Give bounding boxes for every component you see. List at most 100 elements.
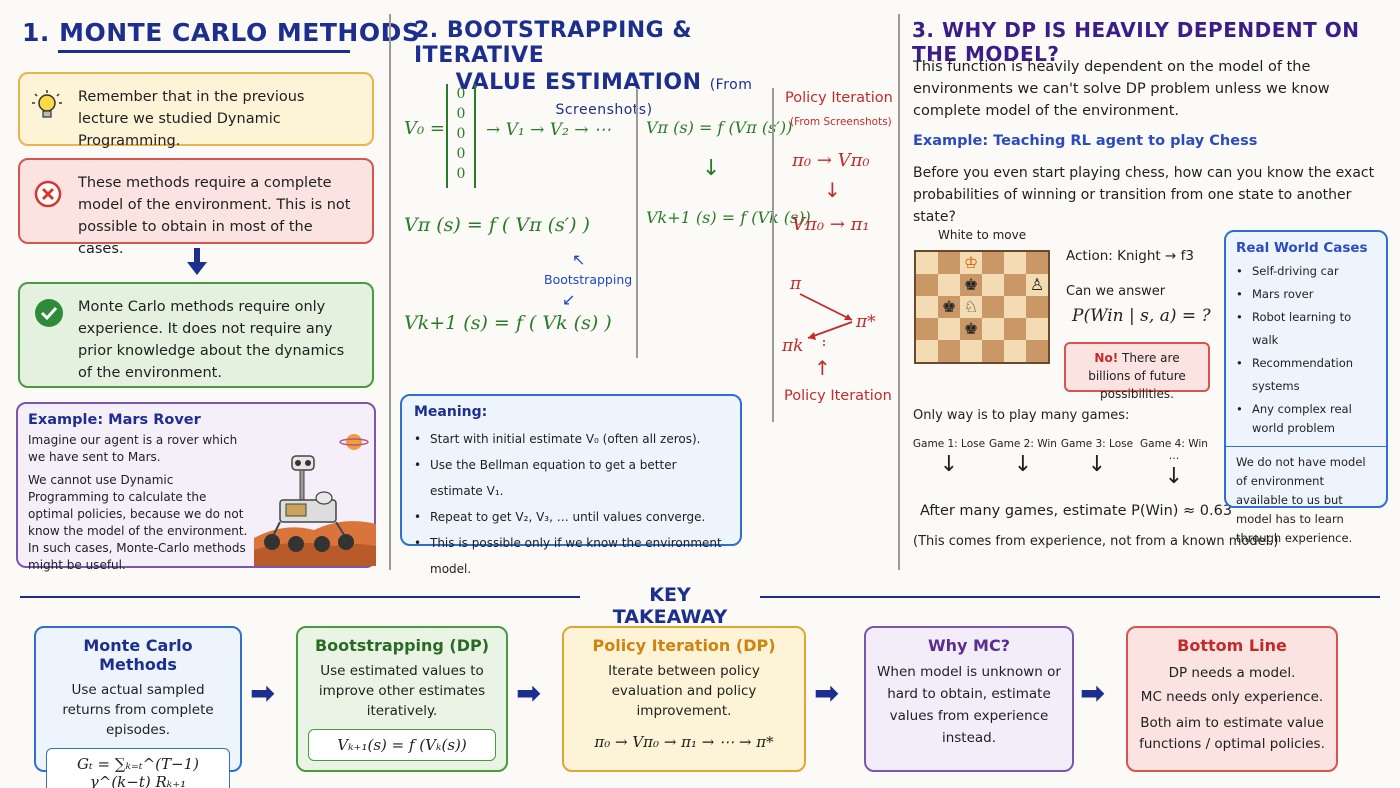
real-world-title: Real World Cases xyxy=(1236,240,1368,256)
takeaway-why-mc-title: Why MC? xyxy=(928,636,1010,655)
game-3: Game 3: Lose↓ xyxy=(1060,438,1134,477)
meaning-item: This is possible only if we know the env… xyxy=(414,530,728,582)
real-world-box: Real World Cases Self-driving car Mars r… xyxy=(1224,230,1388,545)
v0-label: V₀ = xyxy=(404,118,446,139)
mars-rover-p2: We cannot use Dynamic Programming to cal… xyxy=(28,473,248,572)
col2-title-line2: VALUE ESTIMATION (From Screenshots) xyxy=(455,70,753,118)
bellman-eq-k: Vk+1 (s) = f ( Vk (s) ) xyxy=(404,312,612,334)
game-arrow-icon: ↓ xyxy=(939,452,959,477)
chess-board: ♔ ♚♙ ♚♘ ♚ xyxy=(914,250,1050,364)
only-way: Only way is to play many games: xyxy=(913,408,1130,423)
takeaway-title: KEY TAKEAWAY xyxy=(612,584,728,628)
col2-title-note: (From Screenshots) xyxy=(555,77,753,118)
col1-title: 1. MONTE CARLO METHODS xyxy=(22,18,421,47)
v0-vector: 0 0 0 0 0 xyxy=(446,84,476,188)
probability-question: P(Win | s, a) = ? xyxy=(1072,306,1211,326)
down-arrow-icon xyxy=(186,248,208,280)
takeaway-rule-left xyxy=(20,596,580,598)
takeaway-pi-box: Policy Iteration (DP) Iterate between po… xyxy=(562,626,806,772)
real-world-item: Robot learning to walk xyxy=(1236,306,1376,352)
real-world-item: Mars rover xyxy=(1236,283,1376,306)
takeaway-rule-right xyxy=(760,596,1380,598)
no-box: No! There are billions of future possibi… xyxy=(1064,342,1210,401)
model-requirement-text: These methods require a complete model o… xyxy=(78,175,351,257)
real-world-footer: We do not have model of environment avai… xyxy=(1236,455,1366,545)
can-we-answer: Can we answer xyxy=(1066,284,1166,299)
model-requirement-box: These methods require a complete model o… xyxy=(18,158,374,257)
separator-2a xyxy=(636,88,638,358)
takeaway-arrow-3-icon: ➡ xyxy=(814,676,840,711)
chess-example-text: Before you even start playing chess, how… xyxy=(913,165,1375,225)
takeaway-mc-box: Monte Carlo Methods Use actual sampled r… xyxy=(34,626,242,788)
takeaway-bootstrap-box: Bootstrapping (DP) Use estimated values … xyxy=(296,626,508,772)
policy-iteration-bottom: Policy Iteration xyxy=(784,388,892,404)
real-world-list: Self-driving car Mars rover Robot learni… xyxy=(1236,260,1376,438)
meaning-title: Meaning: xyxy=(414,404,488,420)
takeaway-bootstrap-formula: Vₖ₊₁(s) = f (Vₖ(s)) xyxy=(308,729,496,761)
mid-eq-pi: Vπ (s) = f (Vπ (s′)) xyxy=(646,118,793,137)
takeaway-bottom-line-1: DP needs a model. xyxy=(1168,665,1296,681)
pi-diagram-star: π* xyxy=(856,312,876,332)
separator-1 xyxy=(389,14,391,570)
col1-title-underline xyxy=(58,50,350,53)
no-text: There are billions of future possibiliti… xyxy=(1088,351,1186,401)
pi-row2: Vπ₀ → π₁ xyxy=(792,214,870,235)
pi-diagram-arrows xyxy=(796,290,860,350)
meaning-item: Start with initial estimate V₀ (often al… xyxy=(414,426,728,452)
takeaway-why-mc-body: When model is unknown or hard to obtain,… xyxy=(877,664,1061,746)
takeaway-arrow-1-icon: ➡ xyxy=(250,676,276,711)
takeaway-pi-title: Policy Iteration (DP) xyxy=(592,636,776,655)
meaning-item: Use the Bellman equation to get a better… xyxy=(414,452,728,504)
takeaway-pi-formula: π₀ → Vπ₀ → π₁ → ⋯ → π* xyxy=(594,733,774,751)
meaning-list: Start with initial estimate V₀ (often al… xyxy=(414,426,728,582)
game-arrow-icon: ↓ xyxy=(1013,452,1033,477)
takeaway-arrow-2-icon: ➡ xyxy=(516,676,542,711)
takeaway-arrow-4-icon: ➡ xyxy=(1080,676,1106,711)
policy-iteration-note: (From Screenshots) xyxy=(790,116,892,128)
error-x-icon xyxy=(34,180,62,212)
game-2: Game 2: Win↓ xyxy=(986,438,1060,477)
bootstrapping-label: Bootstrapping xyxy=(544,272,633,287)
policy-iteration-title: Policy Iteration xyxy=(785,90,893,106)
meaning-item: Repeat to get V₂, V₃, … until values con… xyxy=(414,504,728,530)
col2-title-line1: 2. BOOTSTRAPPING & ITERATIVE xyxy=(414,18,693,68)
takeaway-mc-title: Monte Carlo Methods xyxy=(83,636,193,674)
real-world-item: Self-driving car xyxy=(1236,260,1376,283)
after-many-games: After many games, estimate P(Win) ≈ 0.63 xyxy=(920,503,1233,519)
pi-row1: π₀ → Vπ₀ xyxy=(792,150,870,171)
pi-down-arrow-icon: ↓ xyxy=(824,178,841,202)
pi-diagram-pi: π xyxy=(790,274,802,294)
bellman-eq-pi: Vπ (s) = f ( Vπ (s′) ) xyxy=(404,214,590,236)
col2-title: 2. BOOTSTRAPPING & ITERATIVE VALUE ESTIM… xyxy=(414,18,794,120)
mars-rover-title: Example: Mars Rover xyxy=(28,412,201,428)
takeaway-bottom-line-box: Bottom Line DP needs a model. MC needs o… xyxy=(1126,626,1338,772)
takeaway-bootstrap-title: Bootstrapping (DP) xyxy=(314,636,490,655)
separator-2b xyxy=(772,88,774,422)
mars-rover-p1: Imagine our agent is a rover which we ha… xyxy=(28,433,238,464)
bootstrap-arrow-up-icon: ↖ xyxy=(572,250,586,269)
reminder-box: Remember that in the previous lecture we… xyxy=(18,72,374,149)
takeaway-mc-formula: Gₜ = ∑ₖ₌ₜ^(T−1) γ^(k−t) Rₖ₊₁ xyxy=(46,748,230,788)
separator-3 xyxy=(898,14,900,570)
lightbulb-icon xyxy=(32,90,62,128)
board-caption: White to move xyxy=(938,228,1027,242)
mars-rover-illustration xyxy=(254,426,376,570)
check-icon xyxy=(34,298,64,332)
mid-arrow-icon: ↓ xyxy=(702,156,721,181)
chess-example-title: Example: Teaching RL agent to play Chess xyxy=(913,133,1258,149)
takeaway-bottom-line-3: Both aim to estimate value functions / o… xyxy=(1139,715,1325,752)
takeaway-mc-body: Use actual sampled returns from complete… xyxy=(62,682,214,738)
experience-note: (This comes from experience, not from a … xyxy=(913,534,1279,549)
takeaway-bottom-line-2: MC needs only experience. xyxy=(1140,689,1324,705)
col3-intro: This function is heavily dependent on th… xyxy=(913,59,1330,119)
game-1: Game 1: Lose↓ xyxy=(912,438,986,477)
takeaway-bootstrap-body: Use estimated values to improve other es… xyxy=(318,663,486,719)
bootstrap-arrow-down-icon: ↙ xyxy=(562,290,576,309)
v-sequence: → V₁ → V₂ → ⋯ xyxy=(486,120,611,140)
pi-up-arrow-icon: ↑ xyxy=(814,356,831,380)
reminder-text: Remember that in the previous lecture we… xyxy=(78,89,305,149)
game-arrow-icon: ↓ xyxy=(1164,464,1184,489)
real-world-item: Any complex real world problem xyxy=(1236,400,1376,438)
game-arrow-icon: ↓ xyxy=(1087,452,1107,477)
real-world-divider xyxy=(1226,446,1386,447)
